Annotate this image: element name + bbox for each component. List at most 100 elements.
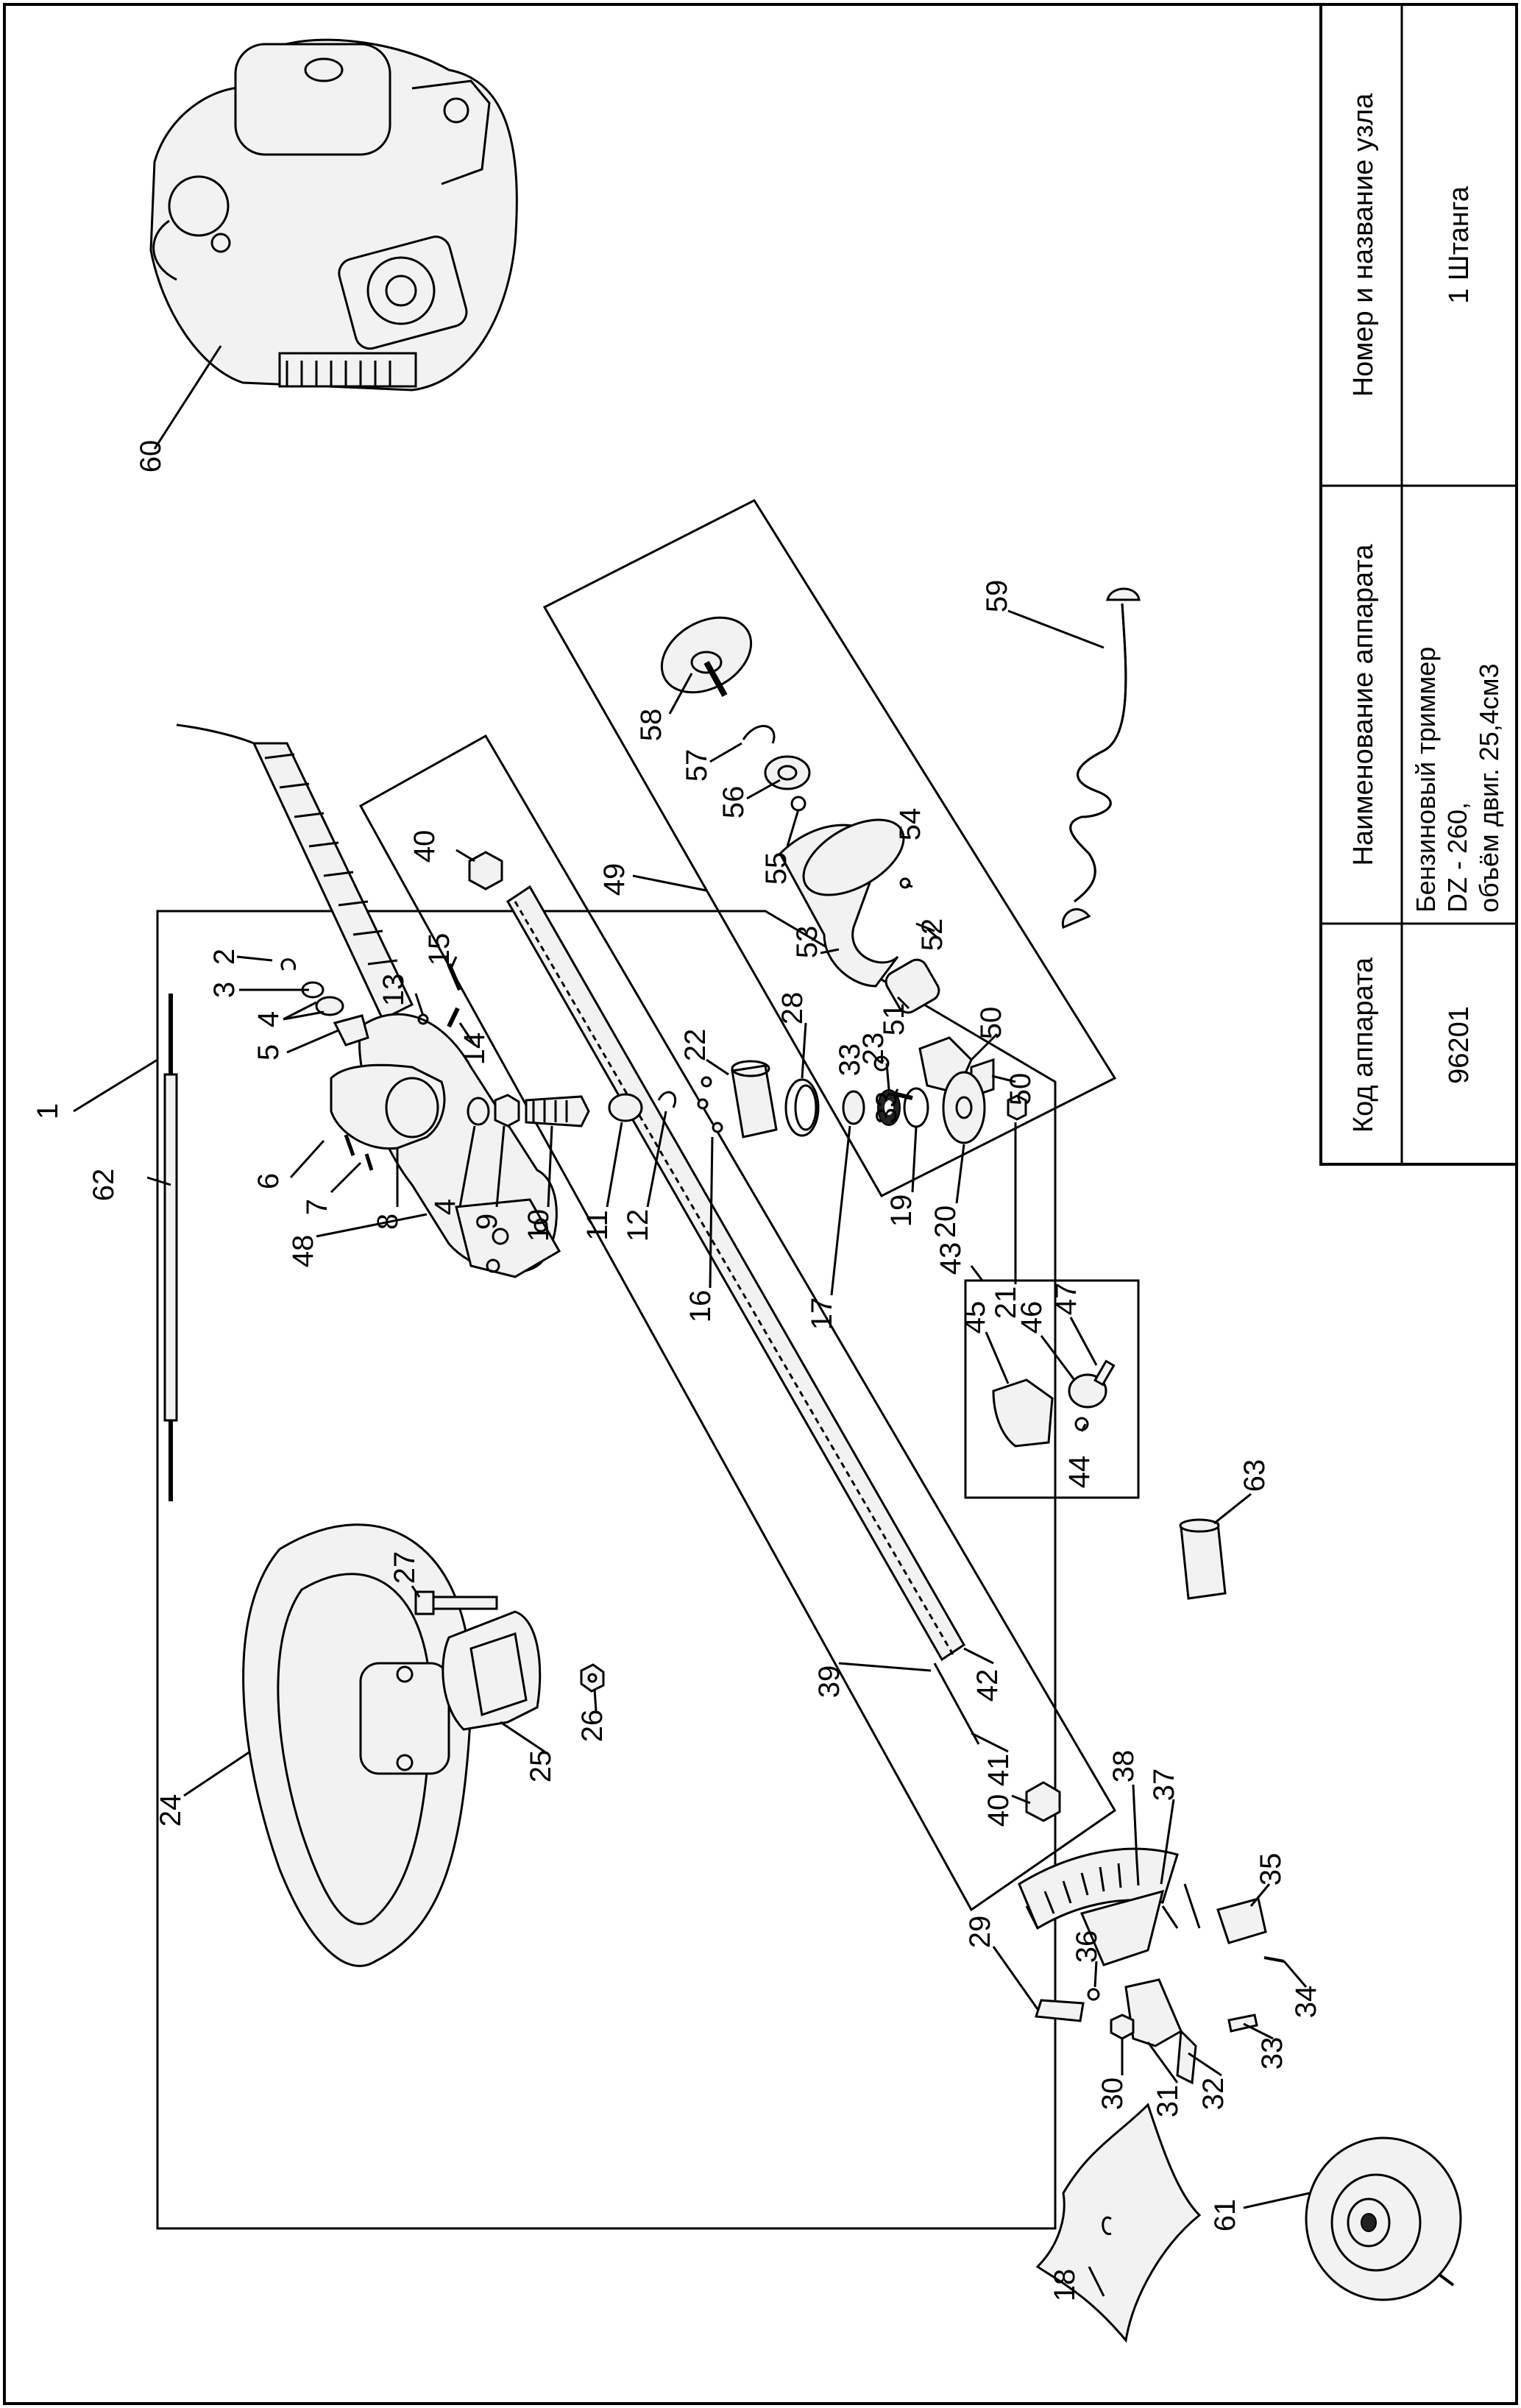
callout-8: 8 bbox=[372, 1214, 404, 1230]
callout-49: 49 bbox=[598, 863, 631, 896]
callout-40-bottom: 40 bbox=[982, 1794, 1015, 1827]
value-code: 96201 bbox=[1444, 1006, 1475, 1084]
callout-42: 42 bbox=[971, 1669, 1004, 1702]
callout-23: 23 bbox=[857, 1033, 890, 1066]
callout-62: 62 bbox=[88, 1169, 120, 1202]
callout-39: 39 bbox=[813, 1665, 845, 1699]
callout-45: 45 bbox=[959, 1301, 991, 1334]
callout-32: 32 bbox=[1197, 2078, 1230, 2111]
callout-59: 59 bbox=[981, 580, 1013, 613]
callout-16: 16 bbox=[684, 1290, 717, 1323]
callout-50-a: 50 bbox=[975, 1007, 1007, 1040]
callout-53: 53 bbox=[791, 926, 823, 959]
throttle-clamp-group-frame bbox=[964, 1279, 1140, 1499]
callout-33-clutch-b: 33 bbox=[871, 1091, 903, 1125]
shaft-group-frame bbox=[358, 734, 1116, 1912]
callout-35: 35 bbox=[1255, 1853, 1287, 1886]
callout-47: 47 bbox=[1050, 1283, 1082, 1316]
bracket-illustration bbox=[1035, 1897, 1285, 2085]
callout-22: 22 bbox=[679, 1029, 712, 1062]
header-node: Номер и название узла bbox=[1348, 93, 1379, 397]
callout-52: 52 bbox=[916, 918, 949, 952]
header-device-name: Наименование аппарата bbox=[1348, 544, 1379, 866]
callout-37: 37 bbox=[1148, 1768, 1180, 1802]
header-code: Код аппарата bbox=[1348, 957, 1379, 1133]
blade-illustration bbox=[1035, 2103, 1202, 2343]
engine-illustration bbox=[149, 38, 518, 392]
callout-19: 19 bbox=[885, 1194, 918, 1228]
value-device-name-line1: Бензиновый триммер bbox=[1411, 647, 1441, 913]
callout-33-bracket: 33 bbox=[1256, 2037, 1288, 2070]
callout-29: 29 bbox=[964, 1916, 996, 1949]
callout-30: 30 bbox=[1096, 2078, 1129, 2111]
throttle-handle-illustration bbox=[176, 723, 561, 1278]
callout-11: 11 bbox=[581, 1210, 614, 1241]
callout-40-top: 40 bbox=[408, 830, 441, 863]
callout-3: 3 bbox=[208, 982, 241, 998]
nut-26-illustration bbox=[580, 1663, 605, 1693]
callout-4b: 4 bbox=[429, 1199, 461, 1215]
gearbox-parts-illustration bbox=[280, 958, 1027, 1171]
flex-rod-illustration bbox=[163, 994, 178, 1501]
callout-34: 34 bbox=[1290, 1986, 1322, 2019]
callout-numbers: 1 2 3 4 4 5 6 7 8 9 10 11 12 13 14 15 16… bbox=[32, 440, 1322, 2302]
guard-illustration bbox=[1018, 1847, 1179, 1966]
callout-1: 1 bbox=[32, 1103, 64, 1119]
callout-13: 13 bbox=[377, 974, 410, 1007]
gearbox-group-frame bbox=[156, 910, 1057, 2230]
callout-33-clutch-a: 33 bbox=[834, 1044, 866, 1077]
handle-clamp-illustration bbox=[442, 1610, 542, 1731]
handle-loop-illustration bbox=[242, 1523, 473, 1967]
callout-38: 38 bbox=[1107, 1750, 1140, 1783]
callout-2: 2 bbox=[208, 949, 241, 965]
callout-31: 31 bbox=[1152, 2085, 1184, 2118]
callout-63: 63 bbox=[1238, 1459, 1271, 1492]
callout-17: 17 bbox=[806, 1297, 838, 1331]
shaft-tube-illustration bbox=[468, 851, 1061, 1822]
callout-48: 48 bbox=[287, 1235, 319, 1268]
fuel-hose-illustration bbox=[1061, 587, 1141, 929]
callout-15: 15 bbox=[423, 933, 455, 966]
callout-57: 57 bbox=[681, 749, 713, 782]
callout-61: 61 bbox=[1209, 2199, 1241, 2232]
callout-27: 27 bbox=[389, 1551, 421, 1584]
callout-46: 46 bbox=[1015, 1301, 1048, 1334]
callout-20: 20 bbox=[929, 1205, 962, 1239]
clutch-parts-illustration bbox=[660, 616, 995, 1100]
callout-14: 14 bbox=[458, 1033, 491, 1066]
sheet-border bbox=[3, 3, 1518, 2405]
leader-lines bbox=[73, 345, 1311, 2297]
callout-41: 41 bbox=[982, 1754, 1015, 1787]
callout-36: 36 bbox=[1071, 1930, 1103, 1963]
callout-58: 58 bbox=[635, 709, 667, 742]
value-device-name-line3: объём двиг. 25,4см3 bbox=[1474, 663, 1504, 913]
throttle-parts-illustration bbox=[992, 1359, 1116, 1448]
callout-9: 9 bbox=[471, 1214, 503, 1230]
callout-7: 7 bbox=[301, 1199, 333, 1215]
callout-44: 44 bbox=[1063, 1456, 1096, 1489]
value-device-name-line2: DZ - 260, bbox=[1442, 802, 1472, 913]
sleeve-63-illustration bbox=[1179, 1518, 1227, 1600]
callout-51: 51 bbox=[878, 1003, 910, 1036]
callout-6: 6 bbox=[252, 1173, 285, 1189]
callout-54: 54 bbox=[894, 808, 926, 841]
callout-28: 28 bbox=[776, 992, 809, 1025]
title-block: Код аппарата Наименование аппарата Номер… bbox=[1319, 3, 1518, 1166]
callout-24: 24 bbox=[155, 1794, 187, 1827]
clutch-group-frame bbox=[542, 499, 1117, 1197]
trimmer-head-illustration bbox=[1305, 2136, 1462, 2301]
callout-18: 18 bbox=[1049, 2269, 1081, 2302]
callout-21: 21 bbox=[990, 1286, 1022, 1320]
callout-43: 43 bbox=[935, 1242, 967, 1275]
callout-50-b: 50 bbox=[1004, 1073, 1037, 1106]
callout-26: 26 bbox=[576, 1710, 609, 1743]
value-node: 1 Штанга bbox=[1444, 185, 1475, 304]
callout-12: 12 bbox=[622, 1209, 654, 1242]
callout-4: 4 bbox=[252, 1011, 285, 1027]
callout-60: 60 bbox=[135, 440, 167, 473]
callout-10: 10 bbox=[522, 1209, 555, 1242]
callout-56: 56 bbox=[717, 786, 750, 819]
callout-25: 25 bbox=[525, 1750, 557, 1783]
callout-55: 55 bbox=[760, 852, 793, 885]
